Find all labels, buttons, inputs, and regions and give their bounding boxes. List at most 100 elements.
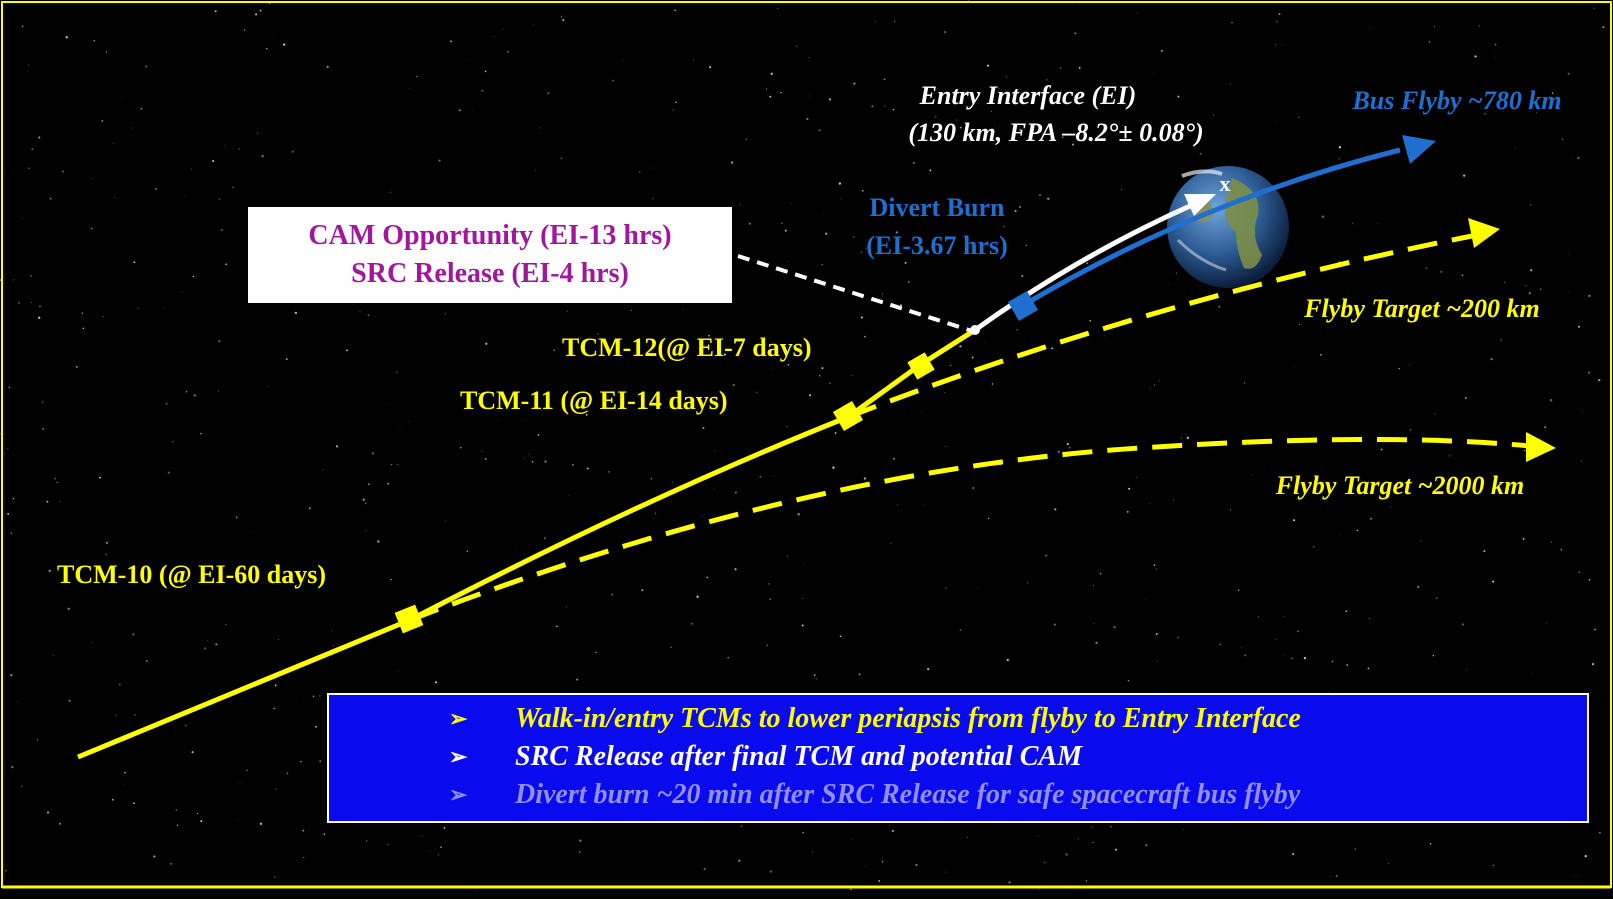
star-dot: [959, 345, 962, 348]
star-dot: [390, 191, 392, 193]
star-dot: [215, 643, 218, 646]
star-dot: [0, 432, 1, 435]
star-dot: [708, 334, 710, 337]
star-dot: [787, 556, 789, 558]
star-dot: [1213, 114, 1215, 116]
star-dot: [435, 681, 438, 684]
star-dot: [1504, 281, 1506, 283]
star-dot: [1577, 156, 1580, 160]
star-dot: [1370, 27, 1371, 29]
star-dot: [884, 105, 886, 107]
star-dot: [900, 304, 902, 307]
star-dot: [1066, 442, 1069, 446]
star-dot: [283, 43, 286, 46]
cam-leader-line: [737, 254, 973, 333]
star-dot: [706, 576, 709, 579]
star-dot: [191, 751, 194, 754]
star-dot: [1185, 433, 1187, 435]
star-dot: [806, 117, 809, 121]
star-dot: [983, 341, 985, 343]
star-dot: [145, 660, 148, 662]
star-dot: [498, 419, 500, 421]
star-dot: [1478, 25, 1481, 27]
star-dot: [766, 644, 768, 646]
star-dot: [502, 28, 504, 30]
divert-burn-time: (EI-3.67 hrs): [866, 231, 1008, 260]
star-dot: [1168, 284, 1170, 286]
star-dot: [225, 624, 227, 626]
star-dot: [770, 72, 773, 75]
tcm12-label: TCM-12(@ EI-7 days): [562, 333, 812, 362]
star-dot: [672, 109, 674, 111]
star-dot: [1549, 399, 1553, 402]
star-dot: [936, 131, 938, 133]
star-dot: [1180, 437, 1182, 439]
star-dot: [1331, 660, 1334, 663]
star-dot: [1578, 571, 1581, 574]
star-dot: [927, 667, 930, 671]
star-dot: [11, 172, 12, 173]
star-dot: [1417, 585, 1420, 588]
star-dot: [132, 633, 135, 636]
star-dot: [54, 477, 57, 480]
star-dot: [769, 598, 771, 601]
bus-arrowhead-icon: [1402, 135, 1436, 164]
star-dot: [1547, 457, 1549, 459]
star-dot: [1436, 597, 1438, 599]
star-dot: [387, 843, 389, 845]
star-dot: [612, 79, 614, 82]
star-dot: [303, 856, 305, 859]
star-dot: [1153, 564, 1156, 566]
star-dot: [93, 39, 96, 42]
star-dot: [991, 111, 993, 113]
star-dot: [1218, 305, 1221, 308]
star-dot: [172, 441, 174, 443]
entry-trajectory: [77, 327, 977, 760]
star-dot: [579, 851, 581, 853]
star-dot: [422, 835, 424, 837]
star-dot: [1008, 881, 1011, 884]
star-dot: [91, 642, 93, 644]
star-dot: [200, 820, 203, 823]
star-dot: [539, 127, 541, 129]
star-dot: [1354, 848, 1357, 850]
star-dot: [1303, 656, 1307, 660]
cam-callout-box: CAM Opportunity (EI-13 hrs) SRC Release …: [248, 207, 732, 303]
star-dot: [239, 781, 241, 783]
star-dot: [851, 374, 853, 376]
star-dot: [271, 32, 273, 34]
star-dot: [1099, 573, 1102, 575]
star-dot: [1338, 146, 1342, 149]
star-dot: [865, 247, 867, 249]
star-dot: [153, 855, 156, 858]
star-dot: [220, 228, 223, 231]
star-dot: [207, 640, 209, 642]
star-dot: [1145, 844, 1148, 847]
star-dot: [714, 450, 716, 452]
star-dot: [387, 482, 390, 485]
star-dot: [145, 65, 148, 68]
star-dot: [1199, 152, 1202, 155]
star-dot: [214, 10, 217, 13]
star-dot: [929, 169, 932, 172]
star-dot: [390, 463, 393, 466]
star-dot: [458, 109, 461, 112]
star-dot: [1351, 223, 1353, 225]
star-dot: [13, 279, 15, 281]
star-dot: [1377, 222, 1379, 224]
star-dot: [59, 501, 61, 502]
star-dot: [82, 327, 85, 330]
star-dot: [181, 291, 183, 293]
star-dot: [1155, 568, 1158, 570]
star-dot: [1461, 623, 1464, 626]
star-dot: [1591, 662, 1595, 666]
star-dot: [786, 425, 788, 427]
star-dot: [246, 769, 248, 771]
star-dot: [732, 384, 735, 387]
star-dot: [1135, 476, 1137, 478]
star-dot: [91, 178, 93, 180]
src-release-point: [970, 325, 980, 335]
star-dot: [731, 161, 734, 164]
star-dot: [1483, 550, 1486, 553]
star-dot: [5, 869, 7, 872]
